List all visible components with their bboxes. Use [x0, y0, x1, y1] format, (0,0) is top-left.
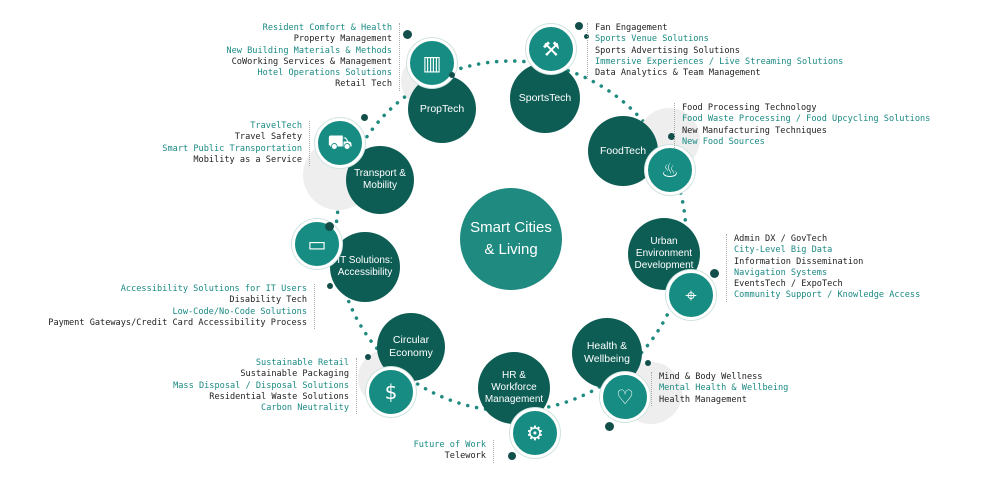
heartbeat-icon: ♡: [600, 372, 650, 422]
topic-item: Immersive Experiences / Live Streaming S…: [595, 56, 844, 67]
topic-item: Mental Health & Wellbeing: [659, 383, 789, 394]
topic-item: Sports Advertising Solutions: [595, 45, 740, 56]
accent-dot: [668, 133, 675, 140]
topic-item: Data Analytics & Team Management: [595, 68, 761, 79]
topic-item: Retail Tech: [335, 79, 392, 90]
accent-dot: [508, 452, 516, 460]
topic-item: City-Level Big Data: [734, 245, 833, 256]
topic-item: CoWorking Services & Management: [231, 56, 392, 67]
topic-item: Resident Comfort & Health: [262, 23, 392, 33]
node-circular[interactable]: Circular Economy: [377, 313, 445, 381]
accent-dot: [325, 222, 334, 231]
topic-item: Sustainable Retail: [255, 358, 349, 368]
node-proptech[interactable]: PropTech: [408, 75, 476, 143]
accent-dot: [327, 283, 333, 289]
topic-item: TravelTech: [250, 121, 302, 131]
topic-item: EventsTech / ExpoTech: [734, 279, 843, 290]
topic-item: Admin DX / GovTech: [734, 234, 828, 244]
accent-dot: [365, 354, 371, 360]
topic-item: New Manufacturing Techniques: [682, 125, 827, 136]
topic-item: Property Management: [293, 34, 392, 45]
topic-item: Travel Safety: [234, 132, 302, 143]
dumbbell-icon: ⚒: [526, 24, 576, 74]
topic-item: Disability Tech: [229, 295, 307, 306]
map-pin-icon: ⌖: [666, 270, 716, 320]
apple-icon: ♨: [645, 145, 695, 195]
topic-item: New Food Sources: [682, 136, 765, 147]
topic-item: Navigation Systems: [734, 267, 828, 278]
topic-item: Payment Gateways/Credit Card Accessibili…: [48, 317, 307, 328]
accent-dot: [710, 269, 719, 278]
topic-item: Information Dissemination: [734, 256, 864, 267]
center-node: Smart Cities & Living: [460, 188, 562, 290]
topic-item: Hotel Operations Solutions: [257, 68, 392, 79]
accent-dot: [449, 72, 455, 78]
topic-item: Telework: [444, 451, 486, 462]
accent-dot: [584, 34, 589, 39]
topic-item: Sustainable Packaging: [240, 369, 349, 380]
topic-item: Fan Engagement: [595, 23, 668, 33]
topic-item: New Building Materials & Methods: [226, 45, 392, 56]
topic-item: Sports Venue Solutions: [595, 34, 709, 45]
topic-item: Residential Waste Solutions: [209, 391, 349, 402]
node-sportstech[interactable]: SportsTech: [510, 63, 580, 133]
topic-item: Food Waste Processing / Food Upcycling S…: [682, 114, 931, 125]
recycle-dollar-icon: $: [366, 367, 416, 417]
topic-item: Community Support / Knowledge Access: [734, 290, 921, 301]
accent-dot: [575, 22, 583, 30]
topic-item: Mobility as a Service: [193, 154, 302, 165]
topic-item: Carbon Neutrality: [261, 403, 349, 414]
people-gear-icon: ⚙: [510, 408, 560, 458]
topic-item: Accessibility Solutions for IT Users: [120, 284, 307, 294]
topic-item: Mass Disposal / Disposal Solutions: [173, 380, 349, 391]
topic-item: Future of Work: [413, 440, 486, 450]
accent-dot: [403, 30, 412, 39]
accent-dot: [605, 422, 614, 431]
topic-item: Mind & Body Wellness: [659, 372, 763, 382]
topic-item: Low-Code/No-Code Solutions: [172, 306, 307, 317]
topic-item: Smart Public Transportation: [162, 143, 302, 154]
accent-dot: [645, 360, 651, 366]
topic-item: Food Processing Technology: [682, 103, 817, 113]
accent-dot: [361, 114, 368, 121]
monitor-icon: ▭: [292, 219, 342, 269]
car-icon: ⛟: [315, 118, 365, 168]
building-icon: ▥: [407, 38, 457, 88]
topic-item: Health Management: [659, 394, 747, 405]
